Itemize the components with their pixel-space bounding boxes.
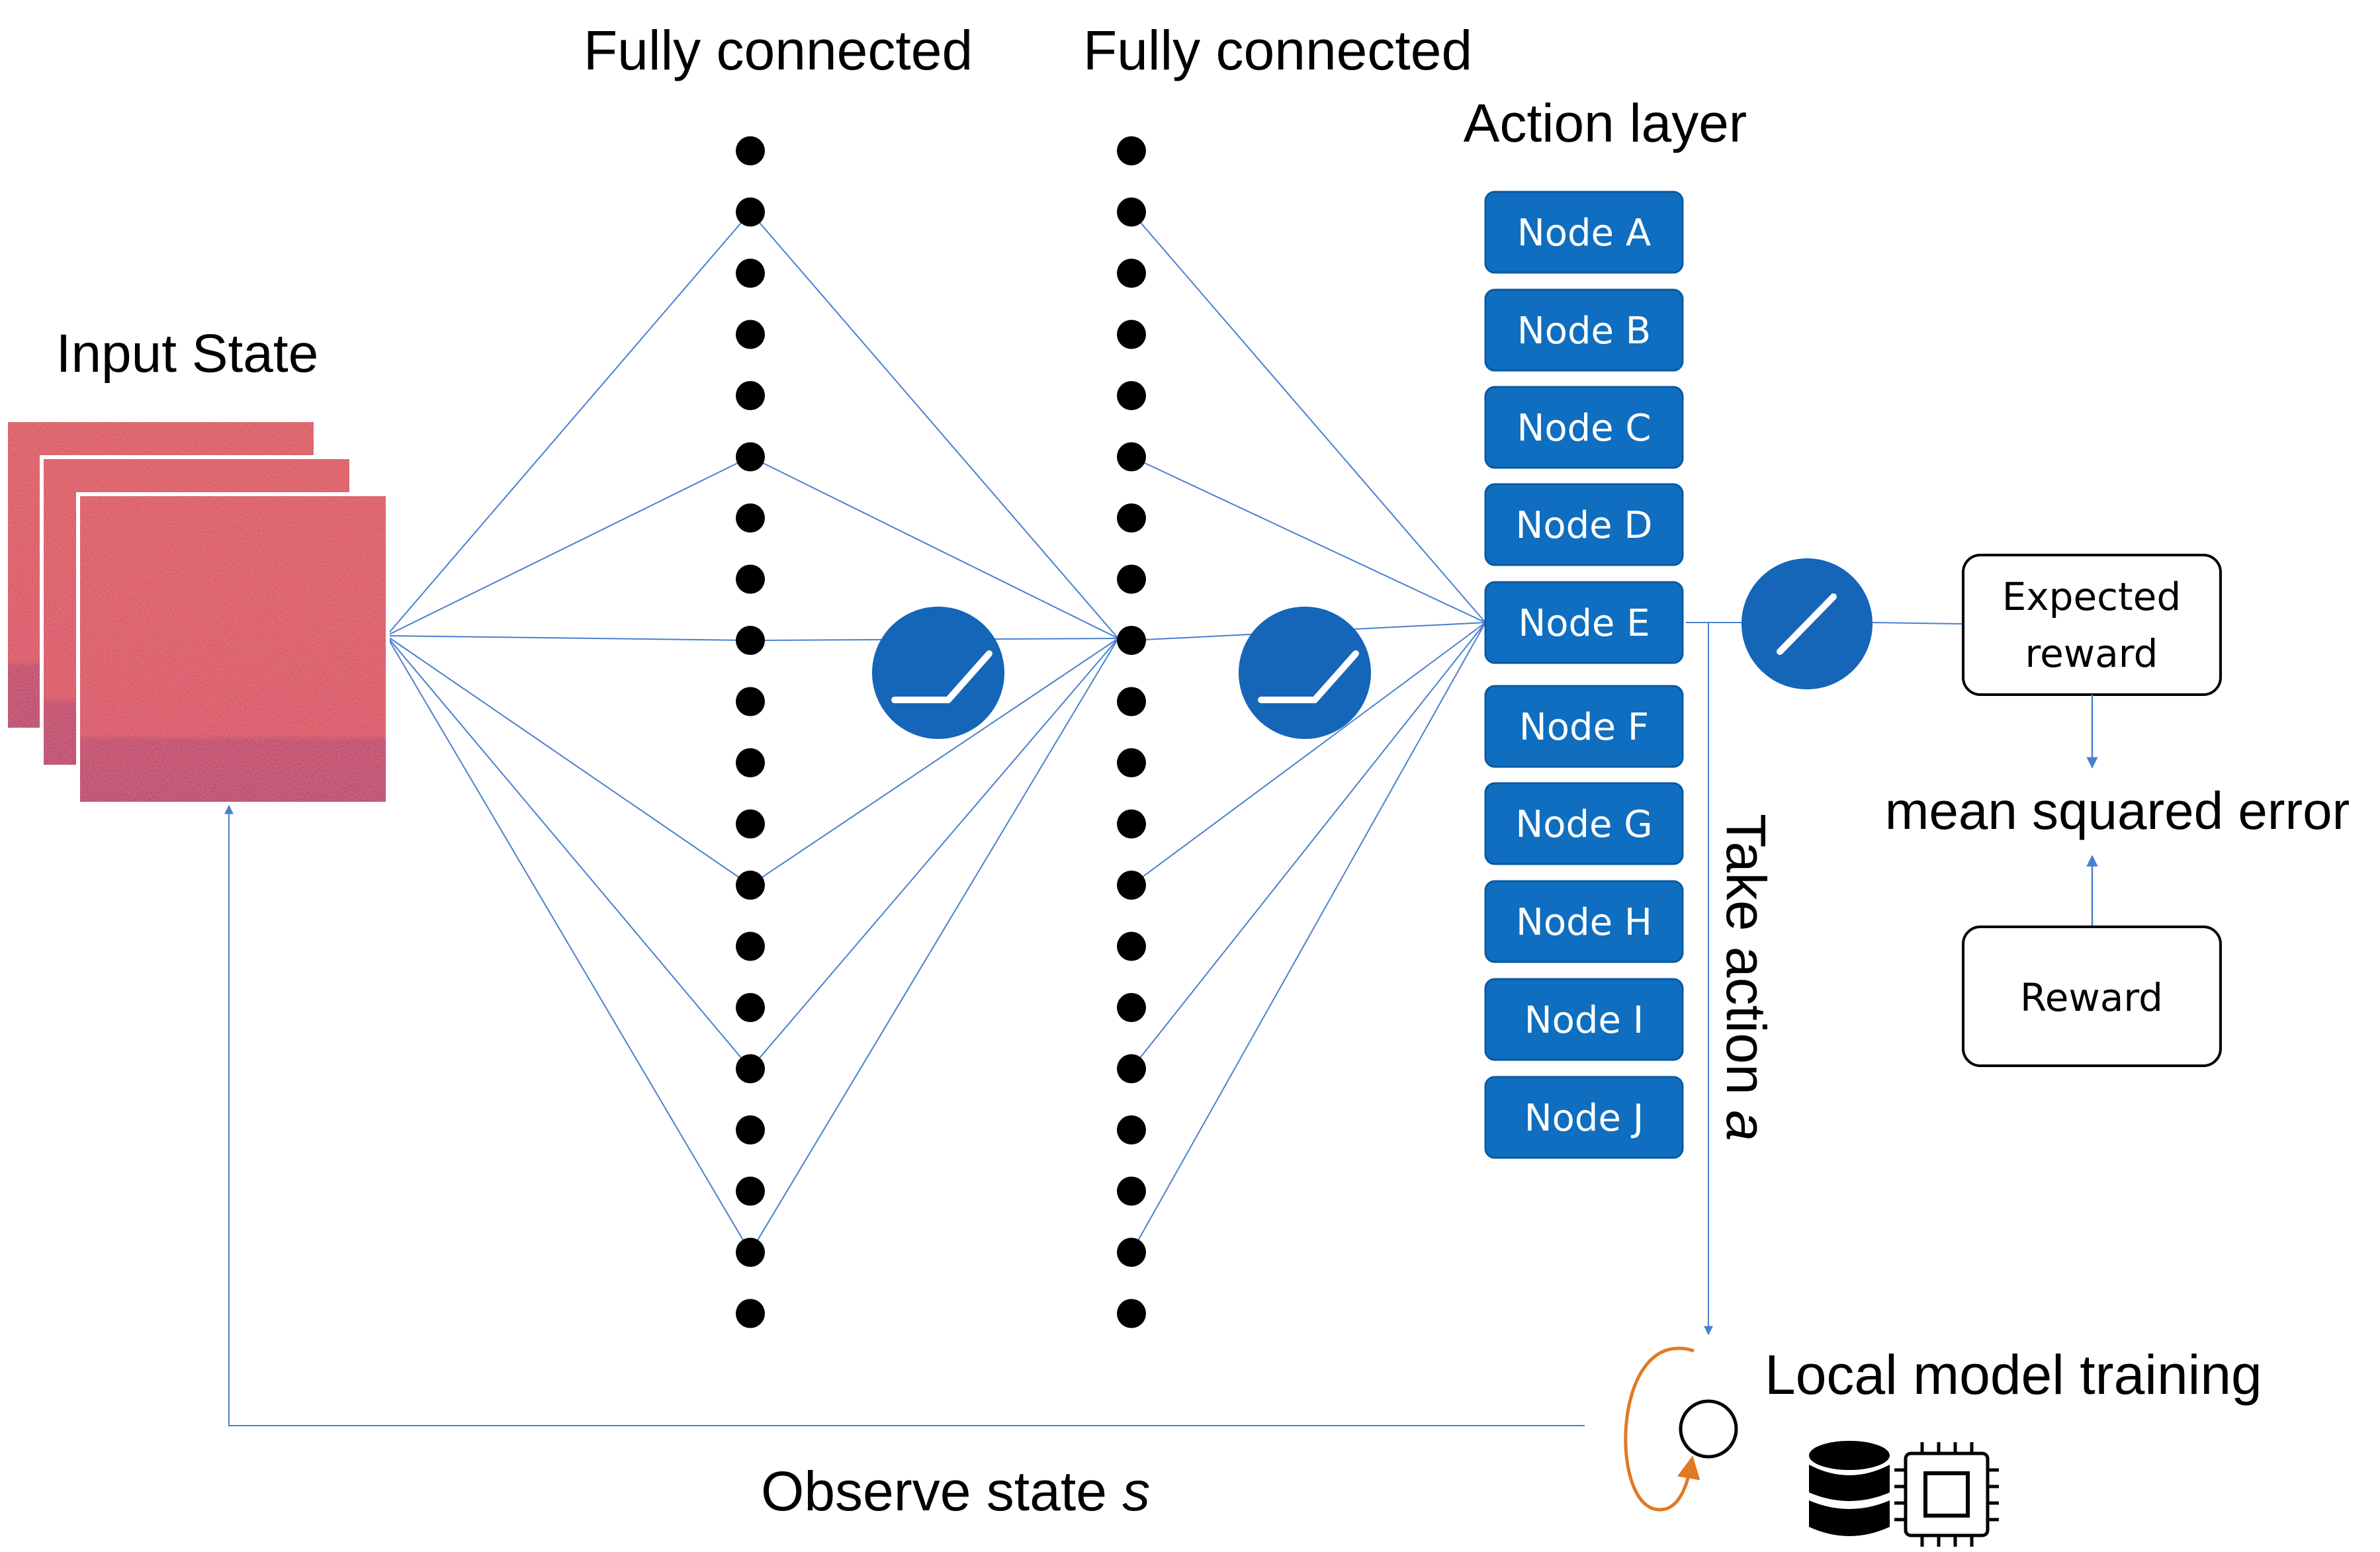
neuron-dot [736, 503, 765, 533]
neuron-dot [1117, 993, 1146, 1022]
cpu-icon [1894, 1442, 1999, 1547]
action-node-label: Node J [1524, 1097, 1644, 1140]
expected-reward-line1: Expected [2002, 574, 2182, 619]
neuron-dot [1117, 503, 1146, 533]
neuron-dot [1117, 442, 1146, 472]
neuron-dot [736, 809, 765, 839]
action-node-label: Node F [1519, 706, 1649, 749]
mse-label: mean squared error [1885, 781, 2350, 840]
neuron-dot [736, 687, 765, 716]
neuron-dot [736, 442, 765, 472]
neuron-dot [736, 381, 765, 410]
neuron-dot [1117, 564, 1146, 594]
connection-lines [386, 211, 1486, 1253]
neuron-dot [1117, 809, 1146, 839]
neuron-dot [1117, 1176, 1146, 1206]
action-node: Node B [1484, 288, 1684, 372]
reward-label: Reward [2020, 975, 2163, 1020]
neuron-dot [1117, 931, 1146, 961]
neuron-dot [1117, 1238, 1146, 1267]
neuron-columns [736, 136, 1146, 1328]
neuron-dot [1117, 320, 1146, 349]
fc2-label: Fully connected [1083, 19, 1472, 81]
neuron-dot [736, 136, 765, 165]
neuron-dot [736, 871, 765, 900]
database-icon [1809, 1441, 1890, 1536]
action-node: Node F [1484, 685, 1684, 768]
local-model-training: Local model training [1624, 1344, 2262, 1547]
action-node: Node H [1484, 880, 1684, 963]
expected-reward-line2: reward [2025, 631, 2158, 676]
observe-state-label: Observe state s [761, 1460, 1150, 1522]
action-layer-nodes: Node A Node B Node C Node D Node E Node F Node… [1484, 191, 1684, 1159]
neuron-dot [1117, 687, 1146, 716]
neuron-dot [736, 564, 765, 594]
neuron-dot [1117, 136, 1146, 165]
neuron-dot [1117, 1054, 1146, 1084]
local-training-label: Local model training [1765, 1344, 2262, 1406]
neuron-dot [736, 1238, 765, 1267]
input-state-stack [4, 418, 390, 806]
neuron-dot [736, 931, 765, 961]
neuron-dot [1117, 197, 1146, 227]
input-state-label: Input State [56, 323, 319, 384]
linear-activation [1741, 558, 1873, 689]
action-node: Node A [1484, 191, 1684, 274]
loop-icon [1624, 1346, 1700, 1512]
action-node-label: Node D [1515, 504, 1652, 547]
action-node-label: Node E [1518, 602, 1650, 645]
relu-activation-2 [1239, 607, 1371, 739]
neuron-dot [736, 1176, 765, 1206]
neuron-dot [1117, 871, 1146, 900]
neuron-dot [736, 626, 765, 655]
relu-icon [891, 650, 992, 703]
neuron-dot [736, 1299, 765, 1328]
action-node: Node C [1484, 386, 1684, 469]
action-node: Node G [1484, 782, 1684, 865]
fc1-label: Fully connected [584, 19, 973, 81]
neuron-dot [736, 320, 765, 349]
action-node: Node J [1484, 1076, 1684, 1159]
action-node: Node I [1484, 978, 1684, 1061]
action-node-label: Node H [1516, 901, 1652, 944]
neuron-dot [1117, 1115, 1146, 1144]
action-node-label: Node G [1515, 803, 1652, 846]
action-node-label: Node C [1517, 407, 1651, 450]
action-node-label: Node A [1517, 212, 1651, 255]
take-action-label: Take action a [1715, 814, 1777, 1141]
action-node: Node E [1484, 581, 1684, 664]
relu-activation-1 [872, 607, 1004, 739]
neuron-dot [1117, 1299, 1146, 1328]
reward-box: Reward [1962, 926, 2222, 1067]
neuron-dot [1117, 626, 1146, 655]
input-frame [76, 492, 390, 806]
neuron-dot [1117, 381, 1146, 410]
action-layer-label: Action layer [1464, 93, 1747, 153]
neuron-dot [736, 259, 765, 288]
linear-icon [1777, 593, 1837, 655]
action-node-label: Node I [1524, 999, 1644, 1042]
action-node-label: Node B [1517, 310, 1651, 353]
neuron-dot [736, 1054, 765, 1084]
neuron-dot [736, 993, 765, 1022]
neuron-dot [1117, 259, 1146, 288]
neuron-dot [1117, 748, 1146, 777]
neuron-dot [736, 1115, 765, 1144]
neuron-dot [736, 197, 765, 227]
action-node: Node D [1484, 483, 1684, 566]
expected-reward-box: Expected reward [1962, 554, 2222, 696]
neuron-dot [736, 748, 765, 777]
relu-icon [1258, 650, 1359, 703]
